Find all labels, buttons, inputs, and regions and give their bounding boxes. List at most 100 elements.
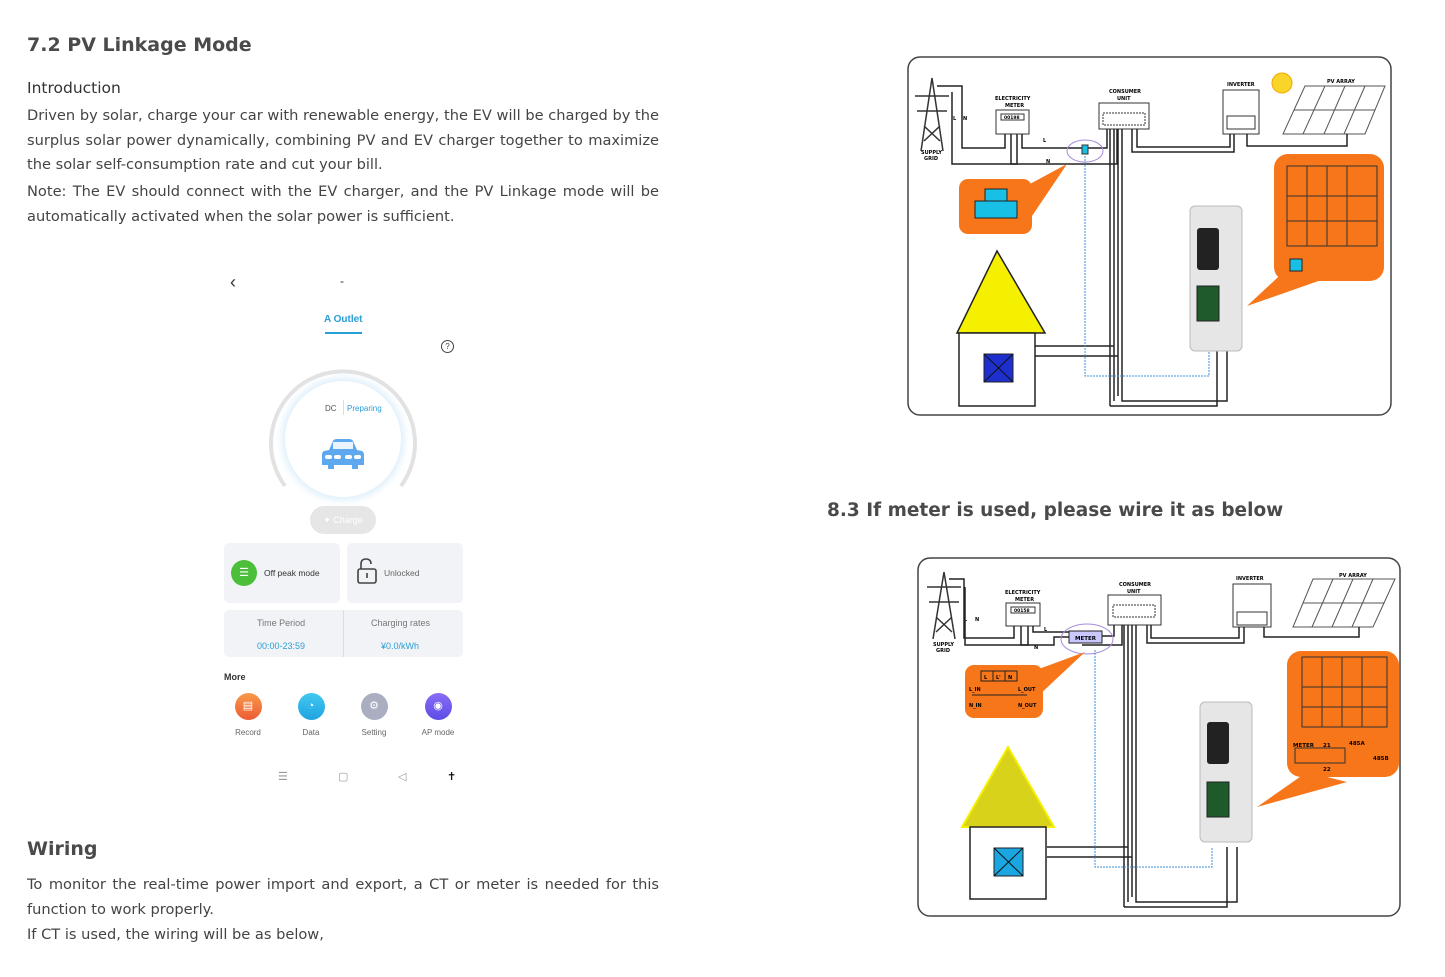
l-label-2: L (1044, 627, 1048, 633)
more-item-record[interactable]: ▤Record (223, 693, 273, 737)
back-nav-icon[interactable]: ◁ (398, 771, 407, 783)
supply-label: SUPPLY (933, 642, 954, 648)
diagram-shape (1020, 626, 1069, 646)
menu-nav-icon[interactable]: ☰ (278, 771, 288, 783)
sun-icon (1271, 72, 1293, 94)
diagram-shape (1010, 129, 1118, 165)
diagram-shape (1196, 285, 1220, 322)
diagram-shape (1136, 129, 1231, 148)
grid-label: GRID (924, 156, 938, 162)
pv-array-label: PV ARRAY (1339, 573, 1367, 579)
diagram-shape (1131, 129, 1235, 153)
diagram-shape (1109, 129, 1123, 406)
gear-icon: ⚙ (360, 693, 388, 720)
intro-heading: Introduction (27, 79, 121, 97)
ct-wiring-diagram: SUPPLY GRID ELECTRICITY METER 00198 CONS… (907, 56, 1392, 416)
diagram-shape (1294, 656, 1388, 764)
ct-clamp (1081, 144, 1089, 155)
diagram-shape (1303, 578, 1384, 628)
diagram-shape (937, 85, 1006, 149)
back-icon[interactable]: ‹ (230, 272, 236, 292)
grid-label: GRID (936, 648, 950, 654)
charging-status: Preparing (347, 404, 382, 413)
screen-title: - (340, 274, 344, 288)
diagram-shape (1301, 656, 1388, 728)
ap-mode-icon: ◉ (424, 693, 452, 720)
inverter (1232, 583, 1272, 628)
lock-card[interactable]: Unlocked (347, 543, 463, 603)
diagram-label: L (984, 675, 988, 681)
charging-rates-value: ¥0.0/kWh (381, 641, 420, 651)
diagram-shape (1102, 625, 1115, 637)
divider (343, 400, 344, 415)
meter-reading: 00158 (1014, 608, 1030, 614)
diagram-shape (1289, 258, 1303, 272)
inverter-label: INVERTER (1236, 576, 1264, 582)
diagram-shape (1286, 165, 1378, 247)
ct-signal-cable (1084, 156, 1210, 377)
diagram-shape (1246, 134, 1348, 147)
smart-meter-label: METER (1075, 636, 1097, 642)
diagram-shape (1206, 781, 1230, 818)
diagram-shape (1146, 625, 1245, 644)
pv-array-icon (1282, 85, 1386, 135)
diagram-shape (1236, 611, 1268, 626)
record-icon: ▤ (234, 693, 262, 720)
diagram-shape (1207, 722, 1229, 764)
car-icon (322, 439, 364, 469)
wiring-text: To monitor the real-time power import an… (27, 876, 659, 918)
accessibility-icon[interactable]: ✝ (447, 771, 457, 783)
breaker-callout (1287, 651, 1399, 777)
lock-label: Unlocked (384, 568, 420, 578)
wiring (937, 85, 1348, 407)
consumer-unit (1107, 594, 1162, 626)
more-heading: More (224, 672, 246, 682)
meter-highlight (1060, 623, 1114, 655)
diagram-label: 22 (1323, 767, 1331, 773)
diagram-shape (269, 369, 417, 488)
help-icon[interactable]: ? (441, 340, 454, 353)
off-peak-mode-card[interactable]: ☰ Off peak mode (224, 543, 340, 603)
meter-wiring-diagram: SUPPLY GRID ELECTRICITY METER 00158 CONS… (917, 557, 1401, 917)
diagram-shape (974, 200, 1018, 219)
breaker-callout (1274, 154, 1384, 281)
meter-label: ELECTRICITY (1005, 590, 1041, 596)
home-nav-icon[interactable]: ▢ (338, 771, 349, 783)
note-text: Note: The EV should connect with the EV … (27, 183, 659, 225)
meter-reading: 00198 (1004, 115, 1020, 121)
connector-type: DC (325, 404, 337, 413)
diagram-shape (984, 188, 1008, 202)
diagram-shape (1035, 345, 1228, 407)
l-label: L (964, 617, 968, 623)
ct-text: If CT is used, the wiring will be as bel… (27, 926, 324, 943)
data-label: Data (302, 728, 320, 737)
diagram-shape (333, 442, 353, 449)
pylon-icon (915, 77, 949, 152)
diagram-shape (1302, 657, 1387, 727)
inverter-label: INVERTER (1227, 82, 1255, 88)
diagram-shape (1286, 165, 1378, 247)
diagram-label: L' (996, 675, 1001, 681)
n-label-2: N (1034, 645, 1038, 651)
diagram-shape (1021, 129, 1108, 149)
diagram-shape (1226, 115, 1256, 130)
setting-label: Setting (361, 728, 387, 737)
charge-button[interactable]: ✦ Charge (310, 506, 376, 534)
more-item-setting[interactable]: ⚙ Setting (349, 693, 399, 737)
diagram-shape (1123, 625, 1137, 907)
n-label: N (963, 116, 967, 122)
meter-signal-cable (1094, 650, 1213, 868)
meter-terminal-label: METER (1293, 743, 1315, 749)
diagram-shape (1263, 627, 1360, 638)
consumer-unit-label-2: UNIT (1127, 589, 1141, 595)
diagram-label: 485A (1349, 741, 1365, 747)
diagram-shape (357, 568, 377, 584)
unlock-icon (357, 558, 377, 584)
ev-charger (1189, 205, 1243, 352)
diagram-shape (1257, 772, 1347, 807)
diagram-shape (1112, 604, 1156, 618)
more-item-ap-mode[interactable]: ◉AP mode (413, 693, 463, 737)
diagram-shape (951, 92, 1018, 165)
tab-a-outlet[interactable]: A Outlet (324, 314, 363, 325)
more-item-data[interactable]: ◔Data (286, 693, 336, 737)
